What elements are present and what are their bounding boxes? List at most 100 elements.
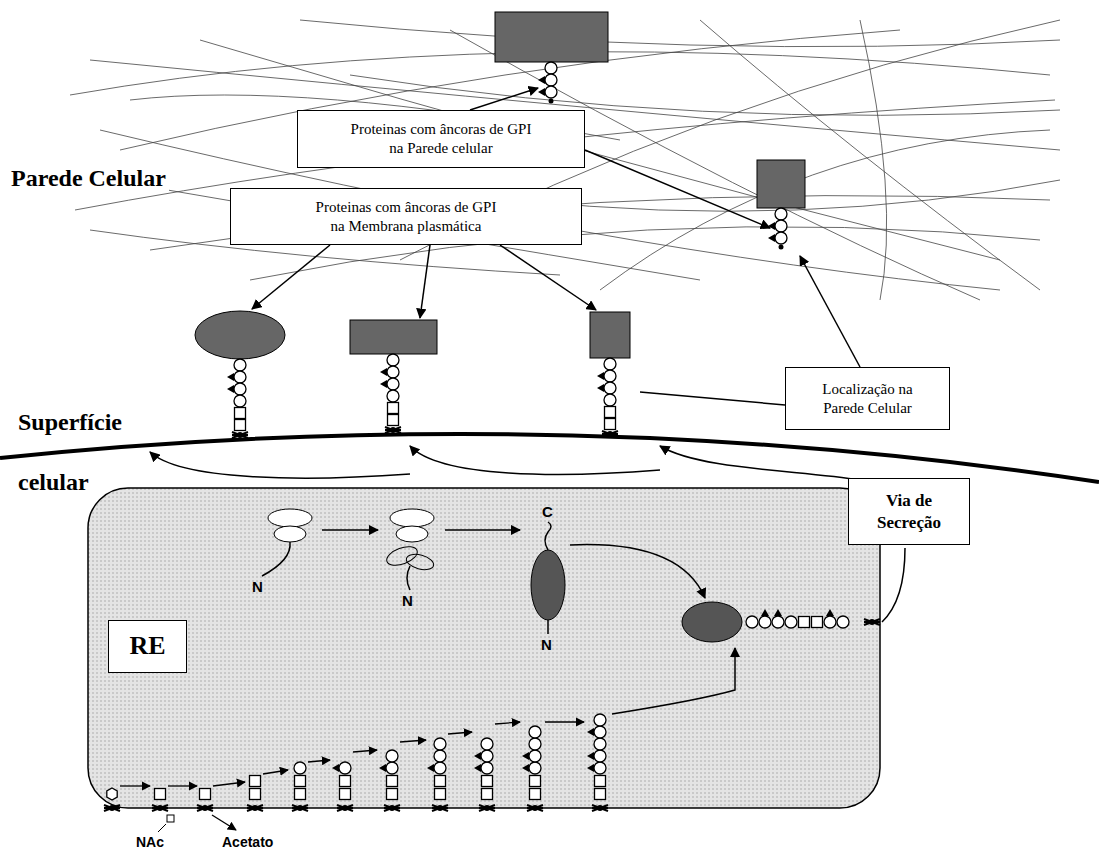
pointer-arrows xyxy=(252,245,330,309)
gpi-biosynthesis-steps xyxy=(474,764,481,772)
membrane-proteins xyxy=(350,320,437,354)
terminus-label: N xyxy=(252,578,263,595)
gpi-biosynthesis-steps xyxy=(434,738,446,750)
er-gpi-protein xyxy=(774,609,782,616)
er-gpi-protein xyxy=(746,616,758,628)
gpi-biosynthesis-steps xyxy=(594,738,606,750)
ribosome-translation xyxy=(322,529,378,531)
ribosome-translation xyxy=(547,620,549,634)
gpi-biosynthesis-steps xyxy=(295,789,306,800)
gpi-biosynthesis-steps xyxy=(294,762,306,774)
gpi-biosynthesis-steps xyxy=(592,805,608,811)
membrane-proteins xyxy=(590,312,630,358)
gpi-biosynthesis-steps xyxy=(527,805,543,811)
gpi-biosynthesis-steps xyxy=(427,764,434,772)
terminus-label: N xyxy=(541,636,552,653)
cell-wall-fibers xyxy=(80,175,700,280)
wall-proteins xyxy=(538,62,557,104)
gpi-biosynthesis-steps xyxy=(594,762,606,774)
gpi-biosynthesis-steps xyxy=(482,776,493,787)
membrane-proteins xyxy=(195,311,285,359)
gpi-biosynthesis-steps xyxy=(250,789,261,800)
gpi-biosynthesis-steps xyxy=(212,815,236,830)
secretion-arrows xyxy=(660,446,860,480)
er-gpi-protein xyxy=(682,602,742,642)
region-label: Superfície celular xyxy=(18,392,148,512)
gpi-biosynthesis-steps xyxy=(587,728,594,736)
membrane-proteins xyxy=(195,311,630,438)
gpi-biosynthesis-steps xyxy=(435,776,446,787)
gpi-biosynthesis-steps xyxy=(435,789,446,800)
gpi-biosynthesis-steps xyxy=(250,776,261,787)
gpi-biosynthesis-steps xyxy=(595,776,606,787)
endoplasmic-reticulum xyxy=(88,488,880,808)
gpi-biosynthesis-steps xyxy=(522,752,529,760)
pointer-arrows xyxy=(470,88,538,110)
gpi-biosynthesis-steps xyxy=(263,770,288,774)
gpi-biosynthesis-steps xyxy=(168,785,197,786)
box-text: RE xyxy=(129,630,165,663)
gpi-biosynthesis-steps xyxy=(545,721,584,722)
cell-wall-fibers xyxy=(700,20,1040,290)
gpi-biosynthesis-steps xyxy=(386,750,398,762)
ribosome-translation xyxy=(262,542,290,576)
plasma-membrane xyxy=(0,434,1099,482)
callout-box: Proteinas com âncoras de GPI na Parede c… xyxy=(297,110,585,168)
callout-box: Via de Secreção xyxy=(848,478,970,545)
gpi-biosynthesis-steps xyxy=(587,752,594,760)
gpi-biosynthesis-steps xyxy=(448,732,472,734)
callout-box: Localização na Parede Celular xyxy=(785,367,950,430)
gpi-biosynthesis-steps xyxy=(292,805,308,811)
gpi-biosynthesis-steps xyxy=(107,788,117,800)
cell-wall-fibers xyxy=(300,20,1060,47)
gpi-biosynthesis-steps xyxy=(481,738,493,750)
membrane-proteins xyxy=(227,359,248,438)
er-gpi-protein xyxy=(612,648,735,714)
ribosome-translation xyxy=(445,529,520,531)
callout-box: Proteinas com âncoras de GPI na Membrana… xyxy=(230,188,582,245)
er-gpi-protein xyxy=(826,609,834,616)
er-gpi-protein xyxy=(799,617,810,628)
pointer-arrows xyxy=(800,256,860,367)
gpi-biosynthesis-steps xyxy=(474,752,481,760)
gpi-biosynthesis-steps xyxy=(384,805,400,811)
cell-wall-fibers xyxy=(200,40,1000,260)
pointer-arrows xyxy=(252,88,860,405)
gpi-biosynthesis-steps xyxy=(522,764,529,772)
gpi-biosynthesis-steps xyxy=(340,789,351,800)
gpi-biosynthesis-steps xyxy=(386,762,398,774)
gpi-biosynthesis-steps xyxy=(200,789,211,800)
pointer-arrows xyxy=(500,245,596,310)
er-gpi-protein xyxy=(612,602,880,714)
wall-proteins xyxy=(768,208,787,250)
gpi-biosynthesis-steps xyxy=(400,740,426,742)
molecule-label: NAc xyxy=(136,834,164,850)
gpi-biosynthesis-steps xyxy=(479,805,495,811)
gpi-biosynthesis-steps xyxy=(155,789,166,800)
box-text: Proteinas com âncoras de GPI na Membrana… xyxy=(311,198,501,236)
er-gpi-protein xyxy=(812,617,823,628)
gpi-biosynthesis-steps xyxy=(167,815,174,822)
gpi-biosynthesis-steps xyxy=(595,789,606,800)
er-gpi-protein xyxy=(772,616,784,628)
ribosome-translation xyxy=(268,509,312,527)
gpi-biosynthesis-steps xyxy=(482,789,493,800)
gpi-biosynthesis-steps xyxy=(529,750,541,762)
gpi-biosynthesis-steps xyxy=(104,805,120,811)
gpi-biosynthesis-steps xyxy=(594,726,606,738)
wall-proteins xyxy=(757,160,805,208)
gpi-biosynthesis-steps xyxy=(339,762,351,774)
gpi-biosynthesis-steps xyxy=(530,789,541,800)
gpi-biosynthesis-steps xyxy=(120,722,584,786)
gpi-biosynthesis-steps xyxy=(432,805,448,811)
ribosome-translation xyxy=(274,526,306,542)
plasma-membrane xyxy=(0,434,1099,482)
er-gpi-protein xyxy=(864,619,880,625)
ribosome-translation xyxy=(407,566,410,590)
gpi-biosynthesis-steps xyxy=(295,776,306,787)
gpi-biosynthesis-steps xyxy=(353,750,377,752)
er-gpi-protein xyxy=(824,616,836,628)
er-gpi-protein xyxy=(837,616,849,628)
gpi-biosynthesis-steps xyxy=(158,824,166,832)
